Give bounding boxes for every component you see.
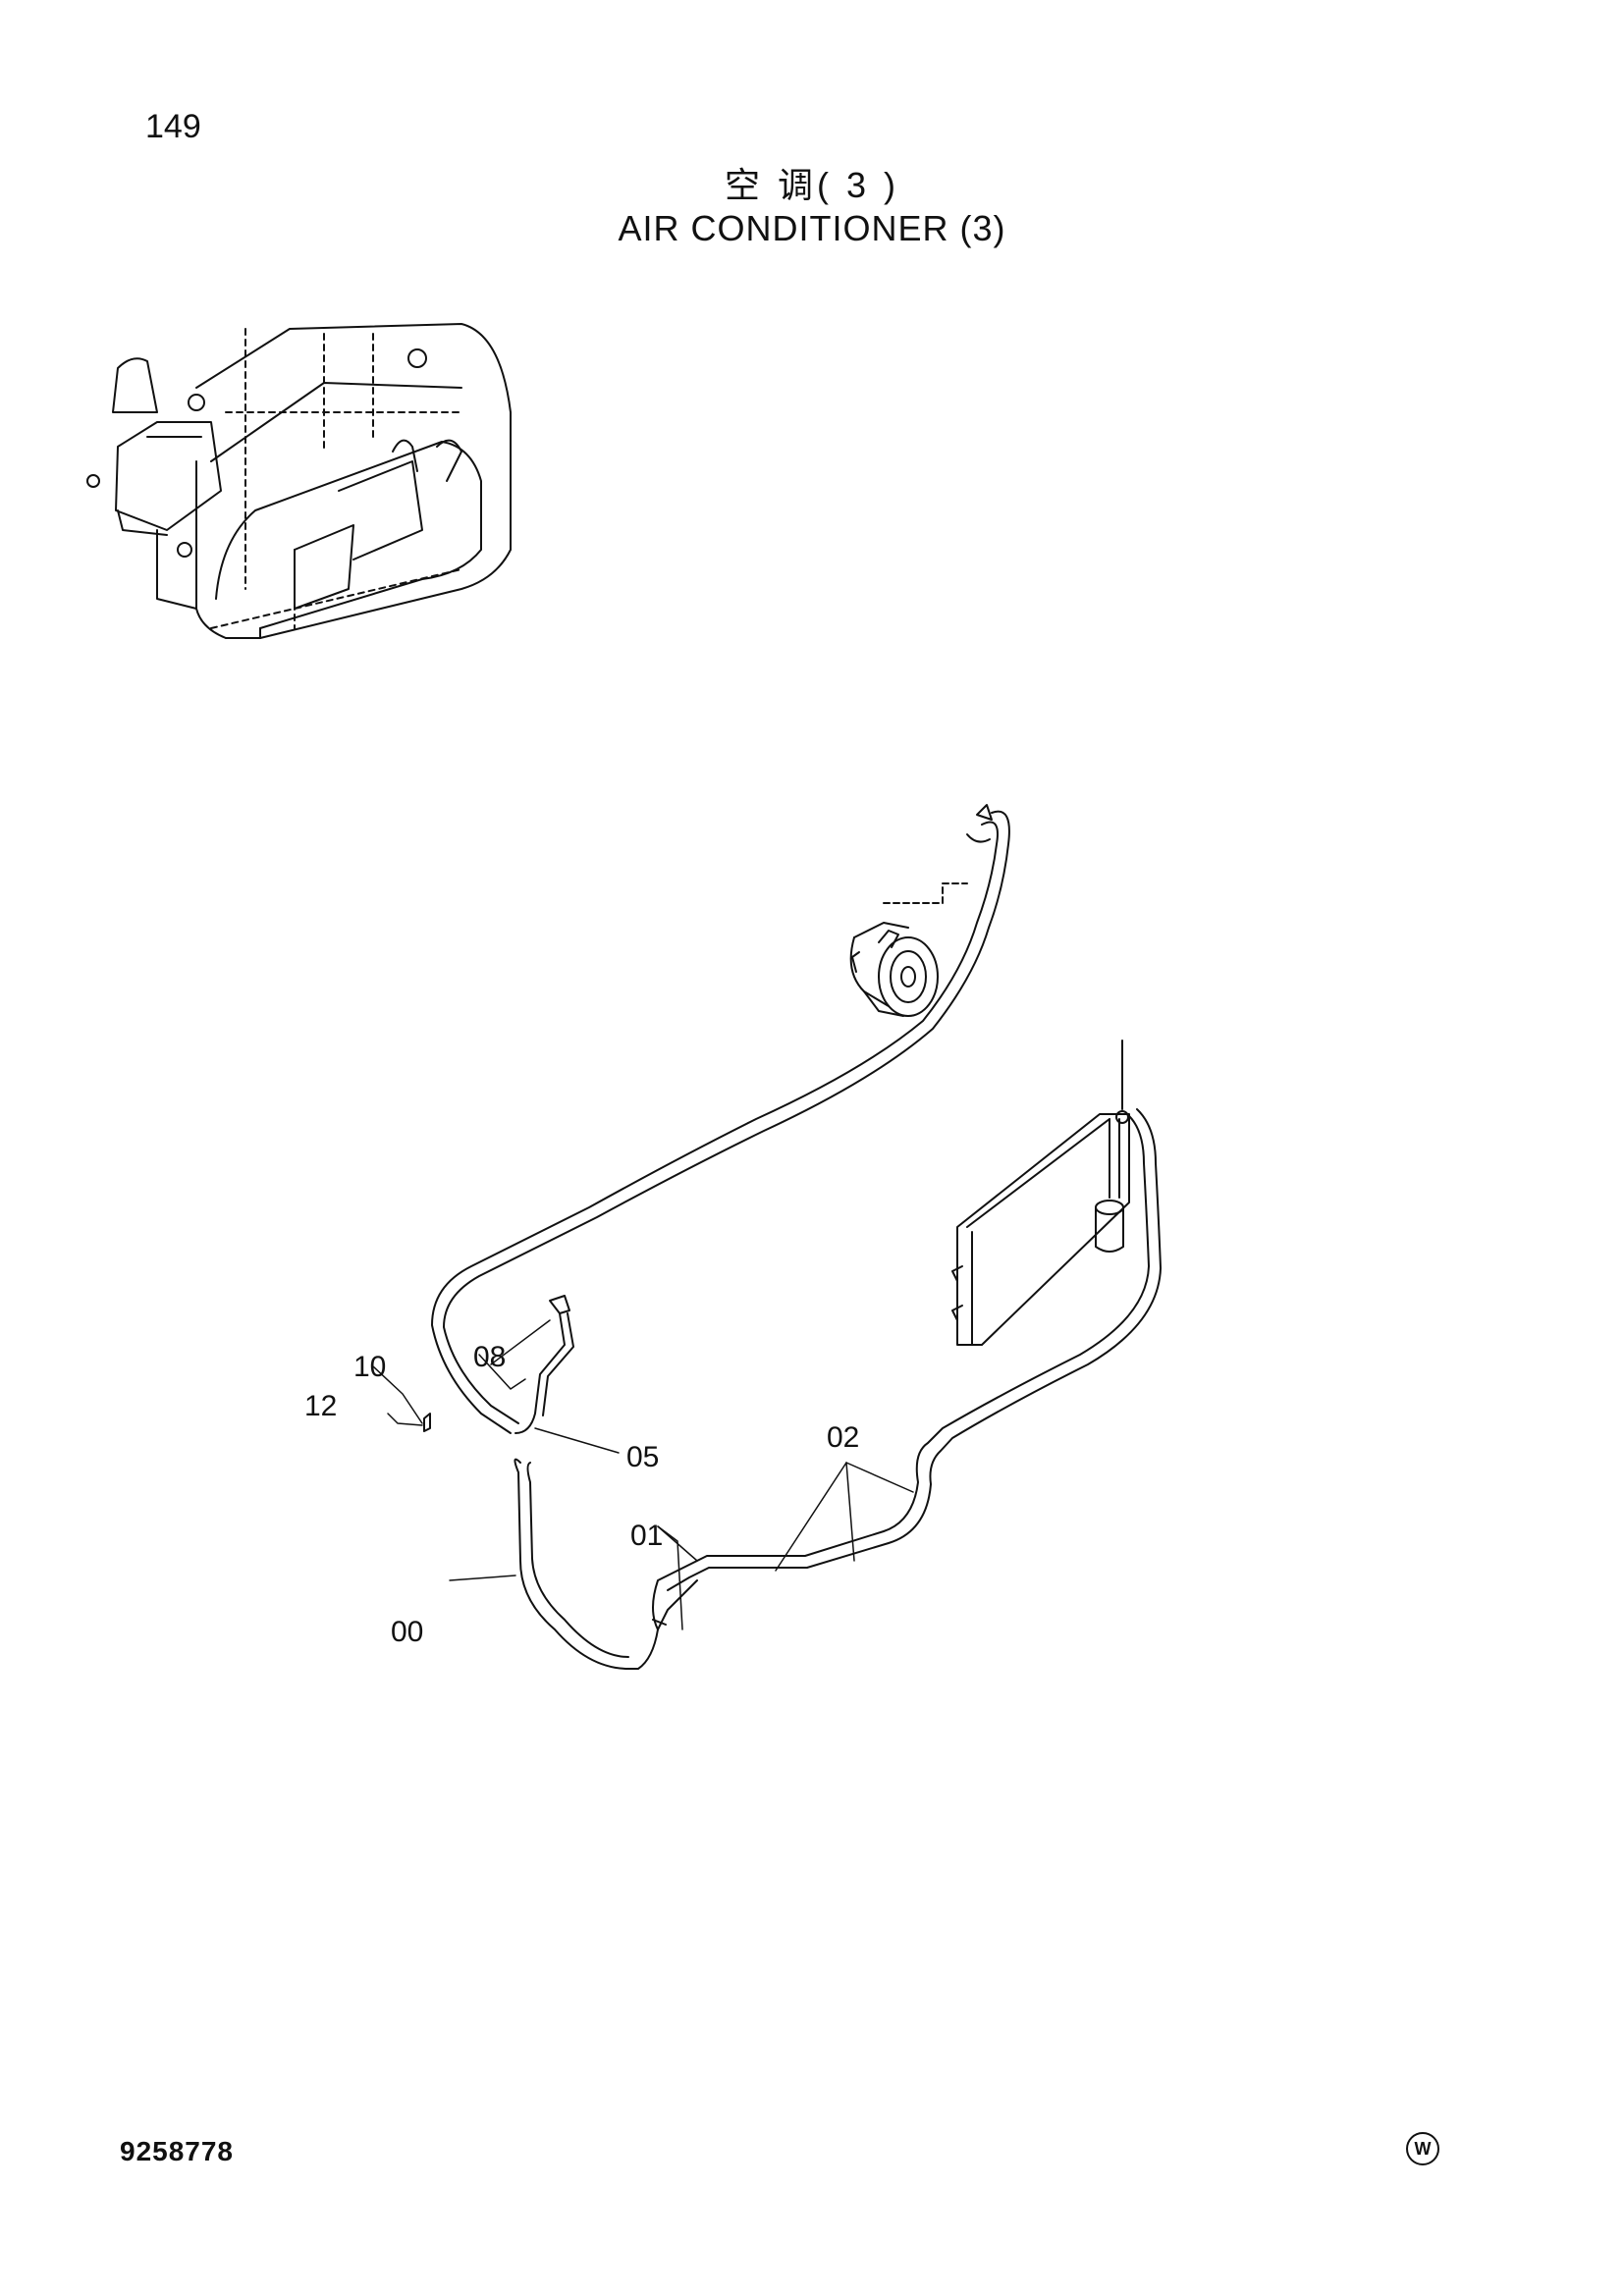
callout-08: 08 — [473, 1341, 506, 1373]
page-title-chinese: 空 调( 3 ) — [724, 165, 899, 205]
callout-01: 01 — [630, 1520, 663, 1552]
discharge-hose — [431, 804, 1010, 1434]
w-mark-icon: W — [1406, 2132, 1439, 2165]
callout-10: 10 — [353, 1351, 386, 1383]
receiver-dryer-icon — [1095, 1040, 1129, 1253]
suction-hose — [514, 1458, 698, 1670]
fitting-hose — [423, 1295, 574, 1434]
page-number: 149 — [145, 108, 201, 145]
callout-12: 12 — [304, 1390, 337, 1422]
compressor-icon — [849, 882, 968, 1017]
liquid-hose — [652, 1108, 1162, 1630]
callout-labels: 00 01 02 05 08 10 12 — [304, 1341, 859, 1648]
leader-lines — [372, 1319, 914, 1630]
callout-02: 02 — [827, 1421, 859, 1454]
callout-00: 00 — [391, 1616, 423, 1648]
excavator-cab-outline-icon — [86, 323, 512, 639]
page-title-english: AIR CONDITIONER (3) — [618, 208, 1006, 248]
condenser-icon — [951, 1113, 1130, 1346]
callout-05: 05 — [626, 1441, 659, 1473]
document-number: 9258778 — [120, 2136, 235, 2166]
